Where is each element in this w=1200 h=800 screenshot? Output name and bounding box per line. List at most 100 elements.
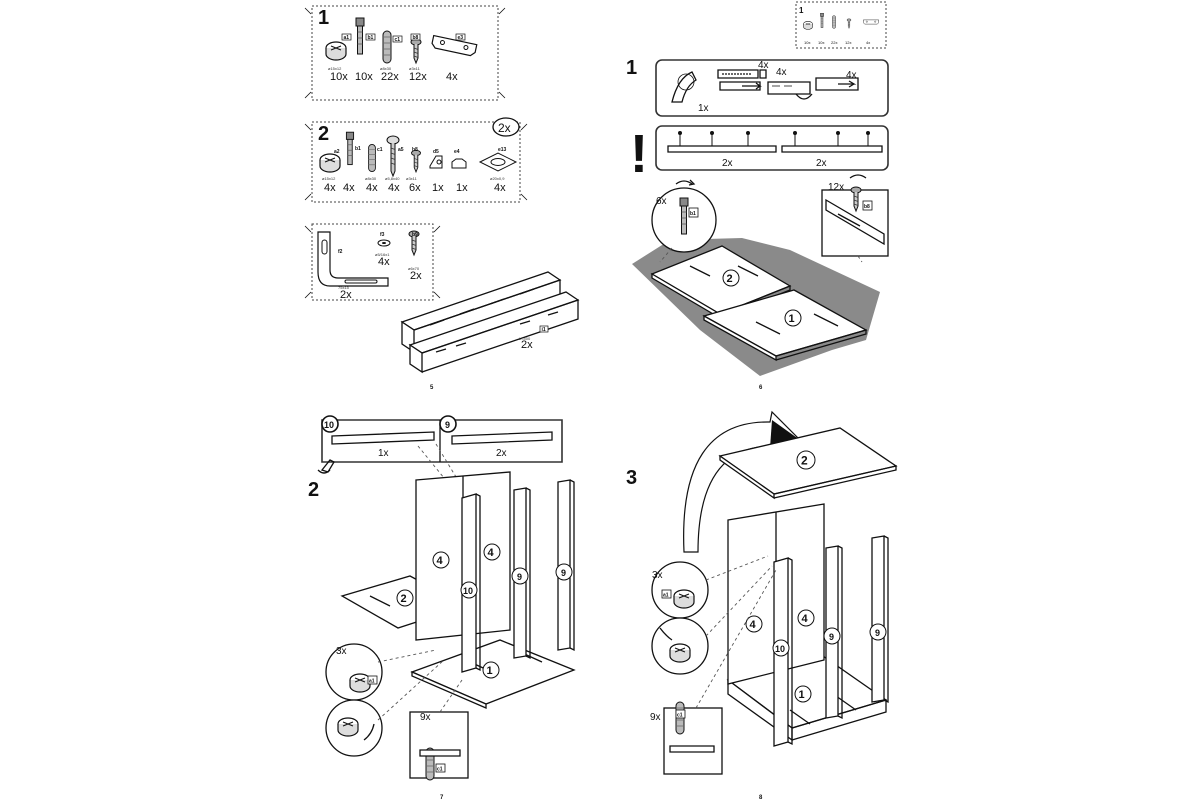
bottom-panel-1: 1	[410, 639, 576, 709]
part-qty: 1x	[378, 448, 389, 459]
part-dim: ø3x11	[409, 66, 421, 71]
dowel-callout: 9x c1	[650, 569, 777, 775]
bracket-icon	[430, 34, 478, 58]
part-code: b8	[864, 204, 870, 210]
side-post-9: 9	[823, 545, 843, 720]
part-qty: 2x	[340, 289, 352, 301]
part-code: a5	[398, 147, 404, 153]
panel-2: 2	[650, 245, 792, 320]
panel-number: 4	[437, 555, 444, 567]
part-qty: 10x	[818, 40, 824, 45]
screwdriver-icon	[659, 627, 673, 641]
clip-icon	[451, 158, 467, 169]
part-qty: 1x	[456, 182, 468, 194]
part-qty: 22x	[831, 40, 837, 45]
cam-lock-icon	[319, 153, 341, 173]
part-qty: 4x	[388, 182, 400, 194]
hinge-icon	[429, 155, 443, 169]
hardware-panel-1: 1 a1 ø15x12 10x b1 10x c1 ø8x30 22x b8 ø…	[304, 5, 506, 101]
part-code: b1	[355, 146, 361, 152]
part-qty: 4x	[366, 182, 378, 194]
divider-panel-10: 10	[460, 493, 481, 673]
cam-tighten-callout	[651, 565, 773, 675]
part-qty: 10x	[804, 40, 810, 45]
dowel-icon	[368, 143, 376, 173]
panel-number: 1	[799, 689, 805, 701]
panel-number: 9	[517, 572, 522, 582]
qty-label: 4x	[758, 60, 769, 71]
step-number: 3	[626, 467, 637, 489]
page-8: 3 2 1 4 4	[626, 410, 898, 800]
part-code: i1	[542, 327, 546, 333]
dowel-icon	[382, 30, 392, 64]
pad-icon	[478, 152, 518, 172]
part-code: a1	[344, 35, 350, 41]
bolt-icon	[345, 131, 355, 166]
part-number: 10	[324, 420, 334, 430]
part-code: b8	[413, 35, 419, 41]
drawer-rails-illustration: i1 L=400 2x	[400, 271, 580, 374]
part-code: b9	[412, 232, 418, 238]
page-number: 8	[759, 795, 763, 800]
part-code: a1	[369, 679, 375, 685]
callout-bolt-insertion: 6x b1	[651, 179, 717, 263]
step-number: 2	[308, 479, 319, 501]
qty-label: 2x	[816, 158, 827, 169]
part-code: e13	[498, 147, 507, 153]
part-dim: 75x15	[338, 285, 350, 290]
side-post-9b: 9	[869, 535, 889, 704]
rail-detail-box: 4x 4x 4x 1x	[655, 59, 889, 117]
panel-number: 2	[401, 593, 407, 605]
panel-number: 10	[463, 586, 473, 596]
qty-label: 3x	[336, 646, 347, 657]
part-dim: ø5/16x1	[375, 252, 390, 257]
part-qty: 12x	[409, 71, 427, 83]
page-6: 1 10x 10x 22x 12x 4x 1 4x	[626, 1, 889, 391]
qty-label: 1x	[698, 103, 709, 114]
part-dim: ø3x11	[406, 176, 418, 181]
page-7: 2 10 9 1x 2x 1 2	[308, 415, 576, 800]
top-panel-2: 2	[718, 427, 898, 500]
part-code: e4	[454, 149, 460, 155]
part-qty: 4x	[324, 182, 336, 194]
page-number: 6	[759, 385, 763, 391]
part-code: c1	[377, 147, 383, 153]
qty-label: 2x	[722, 158, 733, 169]
part-qty: 12x	[845, 40, 851, 45]
panel-number: 9	[829, 632, 834, 642]
part-code: b8	[412, 147, 418, 153]
l-bracket-icon	[317, 231, 389, 287]
part-qty: 10x	[330, 71, 348, 83]
panel-number: 2	[727, 273, 733, 285]
step-number: 1	[626, 57, 637, 79]
part-code: a1	[663, 593, 669, 599]
part-qty: 4x	[866, 40, 870, 45]
hardware-panel-2: 2 2x a2 ø15x12 4x b1 4x c1 ø8x30 4x a5 ø…	[304, 117, 528, 203]
part-qty: 10x	[355, 71, 373, 83]
qty-label: 4x	[846, 70, 857, 81]
part-code: a2	[334, 149, 340, 155]
qty-label: 9x	[650, 712, 661, 723]
multiplier-badge: 2x	[498, 121, 511, 135]
part-dim: ø8x30	[380, 66, 392, 71]
part-qty: 2x	[521, 339, 533, 351]
part-qty: 22x	[381, 71, 399, 83]
part-code: b1	[368, 35, 374, 41]
screwdriver-icon	[363, 723, 375, 741]
panel-number: 4	[488, 547, 495, 559]
qty-label: 6x	[656, 196, 667, 207]
part-number: 9	[445, 420, 450, 430]
panel-number: 9	[561, 568, 566, 578]
panel-number: 4	[802, 613, 809, 625]
screw-icon	[410, 38, 422, 64]
part-dim: ø5,8x40	[385, 176, 400, 181]
part-dim: ø15x12	[328, 66, 342, 71]
hardware-panel-3: f2 75x15 2x f3 ø5/16x1 4x b9 ø6x70 2x	[304, 223, 441, 301]
part-qty: 2x	[410, 270, 422, 282]
part-code: c1	[437, 767, 443, 773]
hand-icon	[317, 459, 335, 474]
page-number: 7	[440, 795, 444, 800]
page-number: 5	[430, 385, 434, 391]
cam-lock-icon	[325, 41, 347, 61]
